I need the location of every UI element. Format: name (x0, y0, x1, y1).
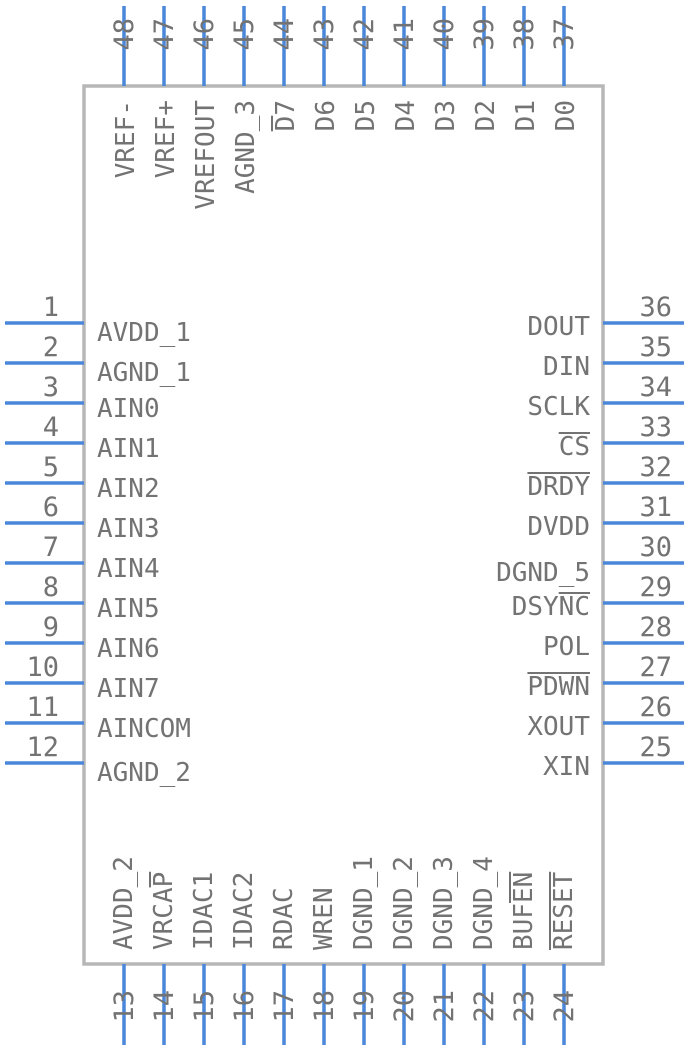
pin-label-ain5: AIN5 (97, 594, 160, 624)
pin-label-reset: RESET (549, 871, 579, 950)
pin-label-rdac: RDAC (269, 887, 299, 950)
pin-label-idac1: IDAC1 (189, 872, 219, 950)
pin-label-dsync: DSYNC (512, 592, 590, 622)
pin-label-dgnd-1: DGND_1 (349, 856, 379, 950)
pin-label-d4: D4 (391, 100, 421, 131)
pin-number-43: 43 (309, 18, 340, 51)
pin-label-dgnd-2: DGND_2 (389, 856, 419, 950)
pin-label-pdwn: PDWN (527, 672, 590, 702)
pin-number-20: 20 (389, 990, 420, 1023)
pin-number-9: 9 (43, 612, 59, 643)
pin-number-34: 34 (639, 372, 672, 403)
pin-label-vrcap: VRCAP (149, 872, 179, 950)
pin-number-32: 32 (639, 452, 672, 483)
pin-label-agnd-2: AGND_2 (97, 758, 191, 788)
pin-label-ain1: AIN1 (97, 434, 160, 464)
pin-label-vref: VREF+ (151, 100, 181, 178)
pin-number-44: 44 (269, 18, 300, 51)
chip-body (82, 84, 605, 966)
pin-label-avdd-2: AVDD_2 (109, 856, 139, 950)
pin-label-vref: VREF- (111, 100, 141, 178)
pin-number-29: 29 (639, 572, 672, 603)
pin-label-ain4: AIN4 (97, 554, 160, 584)
pin-number-41: 41 (389, 18, 420, 51)
pin-number-16: 16 (229, 990, 260, 1023)
pin-number-39: 39 (469, 18, 500, 51)
pin-number-36: 36 (639, 292, 672, 323)
pin-label-ain7: AIN7 (97, 674, 160, 704)
pin-number-2: 2 (43, 332, 59, 363)
pin-label-sclk: SCLK (527, 392, 590, 422)
pin-number-4: 4 (43, 412, 59, 443)
pin-label-xout: XOUT (527, 712, 590, 742)
pin-label-din: DIN (543, 352, 590, 382)
pin-number-6: 6 (43, 492, 59, 523)
pin-label-bufen: BUFEN (509, 872, 539, 950)
pin-label-d7: D7 (271, 100, 301, 131)
pin-number-22: 22 (469, 990, 500, 1023)
pin-label-ain2: AIN2 (97, 474, 160, 504)
pin-label-d1: D1 (511, 100, 541, 131)
pin-number-5: 5 (43, 452, 59, 483)
pin-number-38: 38 (509, 18, 540, 51)
pin-number-33: 33 (639, 412, 672, 443)
pin-number-31: 31 (639, 492, 672, 523)
pin-number-24: 24 (549, 990, 580, 1023)
pin-label-avdd-1: AVDD_1 (97, 318, 191, 348)
pin-number-48: 48 (109, 18, 140, 51)
pin-number-19: 19 (349, 990, 380, 1023)
pin-number-18: 18 (309, 990, 340, 1023)
pin-number-35: 35 (639, 332, 672, 363)
pin-label-dgnd-4: DGND_4 (469, 856, 499, 950)
pin-number-1: 1 (43, 292, 59, 323)
pin-label-d3: D3 (431, 100, 461, 131)
pin-label-drdy: DRDY (527, 472, 590, 502)
pin-number-30: 30 (639, 532, 672, 563)
pin-label-d6: D6 (311, 100, 341, 131)
pin-label-pol: POL (543, 632, 590, 662)
pin-label-dout: DOUT (527, 312, 590, 342)
pin-number-14: 14 (149, 990, 180, 1023)
pin-number-21: 21 (429, 990, 460, 1023)
pin-label-wren: WREN (309, 887, 339, 950)
pin-number-17: 17 (269, 990, 300, 1023)
pin-number-12: 12 (26, 732, 59, 763)
pin-number-45: 45 (229, 18, 260, 51)
pin-number-7: 7 (43, 532, 59, 563)
pin-label-xin: XIN (543, 752, 590, 782)
pin-number-26: 26 (639, 692, 672, 723)
pin-label-d0: D0 (551, 100, 581, 131)
pin-number-27: 27 (639, 652, 672, 683)
pin-number-13: 13 (109, 990, 140, 1023)
pin-label-agnd-1: AGND_1 (97, 358, 191, 388)
pin-number-8: 8 (43, 572, 59, 603)
pin-label-idac2: IDAC2 (229, 872, 259, 950)
pin-number-37: 37 (549, 18, 580, 51)
pin-label-aincom: AINCOM (97, 714, 191, 744)
pin-number-23: 23 (509, 990, 540, 1023)
pin-number-28: 28 (639, 612, 672, 643)
pin-label-agnd-3: AGND_3 (231, 100, 261, 194)
pin-number-40: 40 (429, 18, 460, 51)
pin-number-3: 3 (43, 372, 59, 403)
pin-label-ain6: AIN6 (97, 634, 160, 664)
pin-label-d2: D2 (471, 100, 501, 131)
pin-number-15: 15 (189, 990, 220, 1023)
pin-number-11: 11 (26, 692, 59, 723)
pin-label-ain3: AIN3 (97, 514, 160, 544)
pin-number-42: 42 (349, 18, 380, 51)
pin-number-46: 46 (189, 18, 220, 51)
pin-number-47: 47 (149, 18, 180, 51)
pin-label-vrefout: VREFOUT (191, 100, 221, 210)
pin-label-dgnd-5: DGND_5 (496, 558, 590, 588)
pin-label-dgnd-3: DGND_3 (429, 856, 459, 950)
pin-number-10: 10 (26, 652, 59, 683)
pin-number-25: 25 (639, 732, 672, 763)
pin-label-ain0: AIN0 (97, 394, 160, 424)
pin-label-cs: CS (559, 432, 590, 462)
pin-label-dvdd: DVDD (527, 512, 590, 542)
pin-label-d5: D5 (351, 100, 381, 131)
